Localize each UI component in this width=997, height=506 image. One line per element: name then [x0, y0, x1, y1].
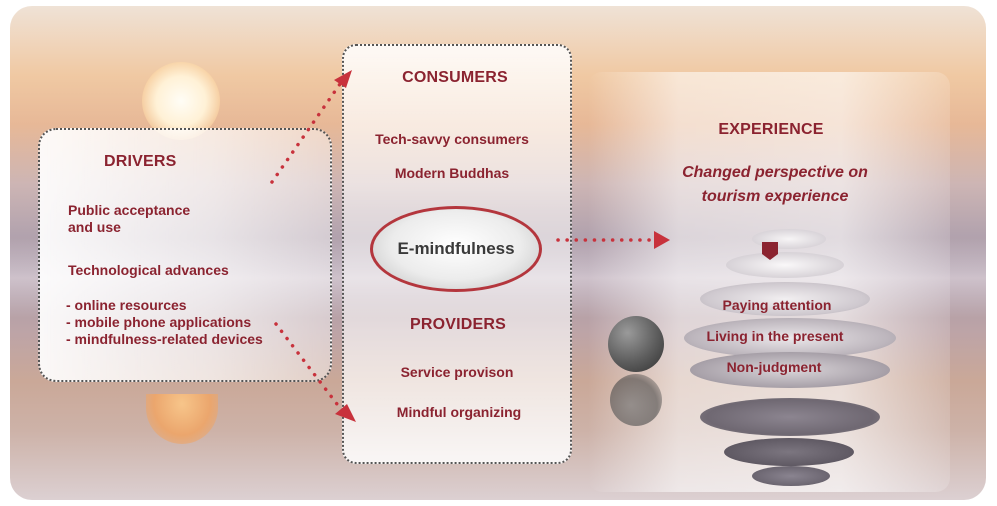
grey-sphere-reflection	[610, 374, 662, 426]
providers-item-mindful-organizing: Mindful organizing	[396, 404, 522, 420]
drivers-bullet-devices: - mindfulness-related devices	[66, 331, 263, 347]
experience-subtitle-line1: Changed perspective on	[682, 164, 868, 181]
emindfulness-node: E-mindfulness	[370, 206, 542, 292]
stone-5	[690, 352, 890, 388]
drivers-item-public-acceptance-line2: and use	[68, 219, 121, 235]
emindfulness-label: E-mindfulness	[397, 239, 515, 258]
arrowhead-providers-icon	[335, 404, 356, 422]
experience-title: EXPERIENCE	[718, 121, 824, 138]
stone-reflection-1	[700, 398, 880, 436]
grey-sphere	[608, 316, 664, 372]
consumers-title: CONSUMERS	[402, 69, 508, 86]
stone-2	[726, 252, 844, 278]
stone-reflection-2	[724, 438, 854, 466]
stone-4	[684, 318, 896, 358]
experience-item-paying-attention: Paying attention	[722, 297, 832, 313]
arrow-drivers-to-consumers	[270, 82, 342, 184]
arrow-drivers-to-providers	[274, 322, 342, 410]
arrowhead-experience-icon	[654, 231, 670, 249]
sun	[142, 62, 220, 140]
pentagon-marker-icon	[762, 242, 778, 260]
stone-3	[700, 282, 870, 316]
drivers-title: DRIVERS	[104, 153, 177, 170]
drivers-bullet-online-resources: - online resources	[66, 297, 187, 313]
experience-subtitle-line2: tourism experience	[701, 188, 849, 205]
experience-item-non-judgment: Non-judgment	[726, 359, 822, 375]
drivers-box	[38, 128, 332, 382]
drivers-bullet-mobile-apps: - mobile phone applications	[66, 314, 252, 330]
drivers-item-technological-advances: Technological advances	[68, 262, 229, 278]
stone-reflection-3	[752, 466, 830, 486]
consumers-item-modern-buddhas: Modern Buddhas	[394, 165, 510, 181]
arrowhead-consumers-icon	[334, 70, 352, 88]
experience-item-living-present: Living in the present	[706, 328, 844, 344]
providers-item-service-provison: Service provison	[400, 364, 514, 380]
providers-title: PROVIDERS	[409, 316, 507, 333]
consumers-item-tech-savvy: Tech-savvy consumers	[375, 131, 529, 147]
drivers-item-public-acceptance-line1: Public acceptance	[68, 202, 191, 218]
